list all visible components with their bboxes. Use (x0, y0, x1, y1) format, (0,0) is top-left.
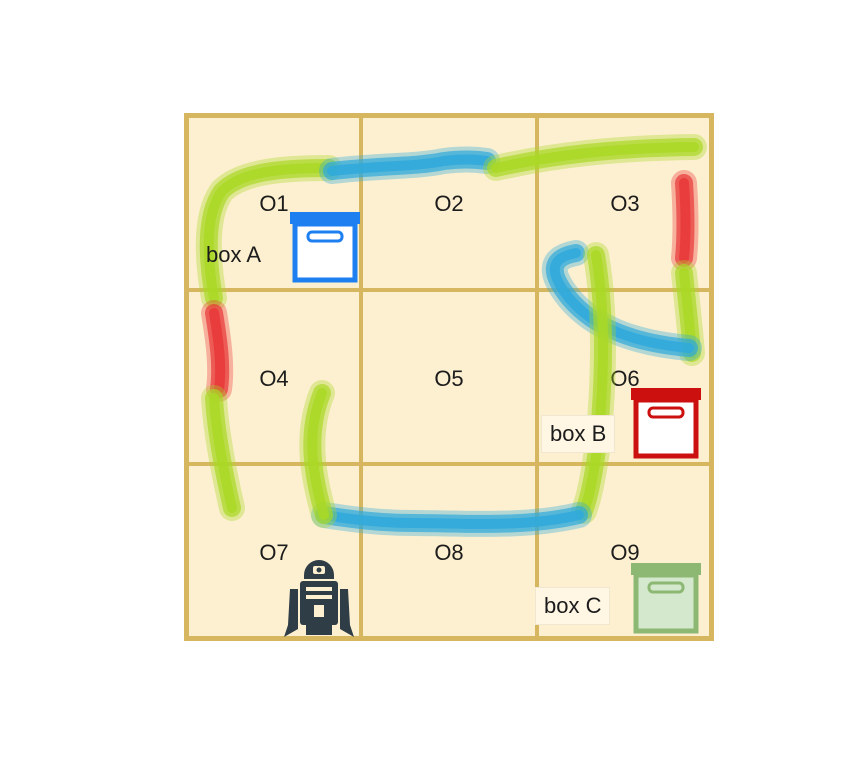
path-green-o4-o7-layer2 (209, 393, 237, 513)
cell-label: O4 (259, 366, 289, 391)
robot-paths (195, 134, 707, 537)
grid-lines (184, 113, 714, 641)
cell-o1: O1 (186, 115, 362, 291)
path-green-o7-o4-layer2 (307, 388, 329, 520)
cell-o2: O2 (361, 115, 537, 291)
box-c-label: box C (535, 587, 611, 625)
path-red-o4-left-layer2 (209, 308, 226, 394)
box-handle (306, 230, 344, 243)
cell-label: O5 (434, 366, 464, 391)
box-handle (647, 406, 685, 419)
cell-label: O7 (259, 540, 289, 565)
cell-o6: O6 (537, 290, 713, 466)
cell-o5: O5 (361, 290, 537, 466)
box-lid (631, 388, 701, 400)
box-lid (290, 212, 360, 224)
path-red-o3-right-layer2 (679, 178, 691, 263)
cell-label: O2 (434, 191, 464, 216)
box-a-icon (290, 212, 360, 283)
cell-label: O1 (259, 191, 289, 216)
robot-icon (284, 560, 354, 637)
path-green-o1-top-layer2 (203, 163, 334, 303)
path-blue-o1-o2-layer2 (327, 154, 492, 176)
box-handle (647, 581, 685, 594)
cell-label: O6 (610, 366, 640, 391)
path-blue-o6-loop-layer2 (549, 248, 694, 353)
cell-o4: O4 (186, 290, 362, 466)
cell-label: O8 (434, 540, 464, 565)
cell-o7: O7 (186, 464, 362, 640)
grid-border (184, 113, 714, 641)
cell-label: O9 (610, 540, 640, 565)
path-green-o2-o3-layer2 (491, 142, 699, 173)
box-c-icon (631, 563, 701, 634)
icons-layer (284, 212, 701, 637)
box-a-label: box A (206, 242, 262, 267)
cell-o3: O3 (537, 115, 713, 291)
path-blue-o9-o7-layer2 (319, 510, 584, 529)
cell-o8: O8 (361, 464, 537, 640)
cell-label: O3 (610, 191, 640, 216)
box-lid (631, 563, 701, 575)
cell-o9: O9 (537, 464, 713, 640)
box-b-icon (631, 388, 701, 459)
box-b-label: box B (541, 415, 616, 453)
